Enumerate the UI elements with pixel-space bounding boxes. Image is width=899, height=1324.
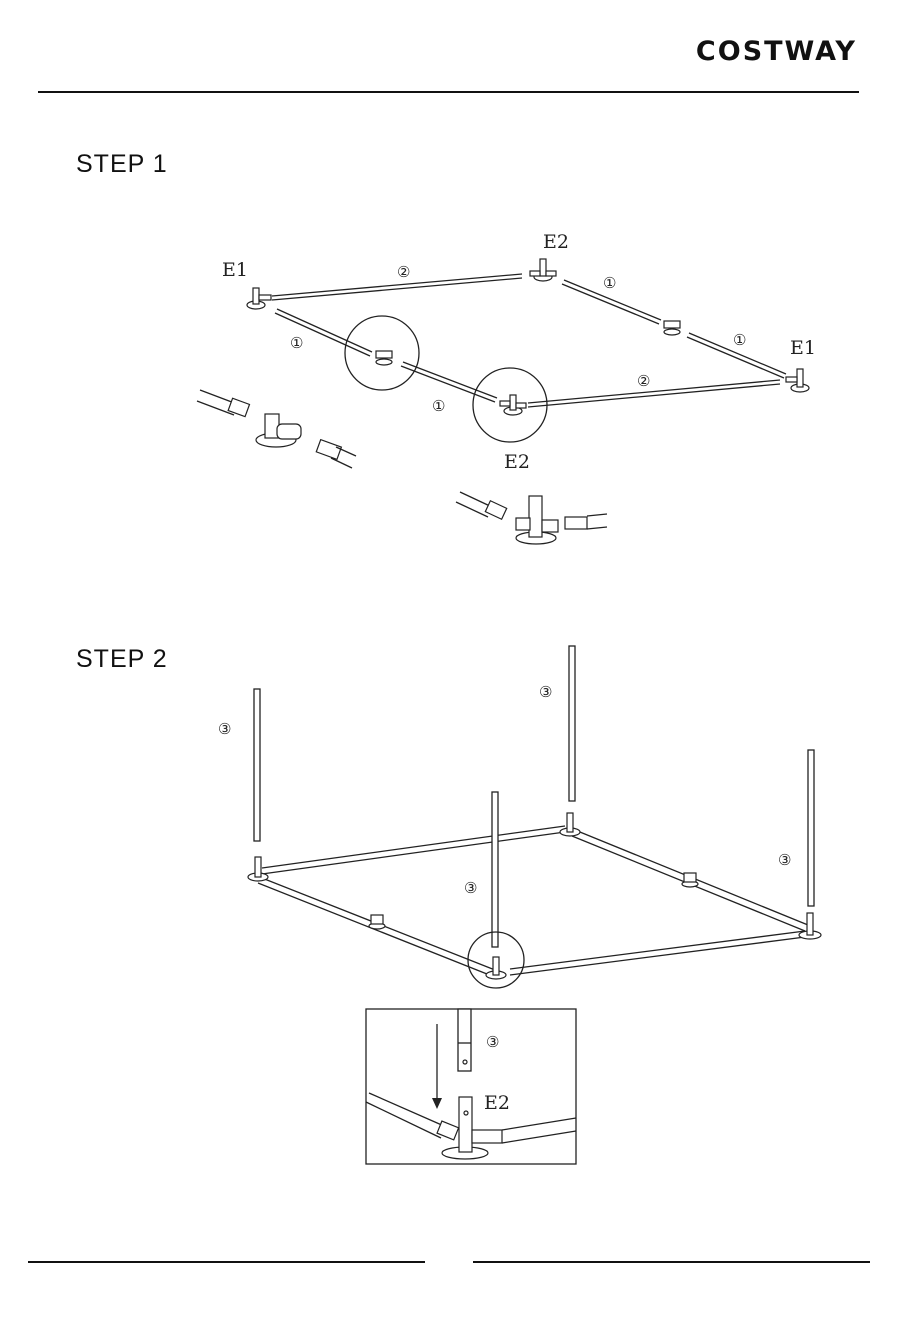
footer-rule-left bbox=[28, 1261, 425, 1263]
label-e2-top: E2 bbox=[543, 231, 569, 253]
label-part-3-right: ③ bbox=[778, 851, 791, 869]
mid-connector-left bbox=[369, 915, 385, 929]
label-part-2-bottom: ② bbox=[637, 372, 650, 390]
detail-2-view bbox=[456, 492, 607, 544]
label-part-3-left: ③ bbox=[218, 720, 231, 738]
label-part-2-top: ② bbox=[397, 263, 410, 281]
foot-back bbox=[560, 813, 580, 836]
label-e2-bottom: E2 bbox=[504, 451, 530, 473]
frame-front bbox=[510, 931, 805, 975]
label-e1-left: E1 bbox=[222, 259, 248, 281]
label-part-3-detail: ③ bbox=[486, 1033, 499, 1051]
connector-middle-left bbox=[376, 351, 392, 365]
label-e1-right: E1 bbox=[790, 337, 816, 359]
pole-right bbox=[808, 750, 814, 906]
label-part-1-right-b: ① bbox=[733, 331, 746, 349]
pole-back bbox=[569, 646, 575, 801]
connector-e2-bottom bbox=[500, 395, 526, 415]
label-part-3-front: ③ bbox=[464, 879, 477, 897]
mid-connector-right bbox=[682, 873, 698, 887]
detail-1-view bbox=[197, 390, 356, 468]
label-part-1-right-a: ① bbox=[603, 274, 616, 292]
foot-left bbox=[248, 857, 268, 881]
connector-e1-right bbox=[786, 369, 809, 392]
label-part-1-left: ① bbox=[290, 334, 303, 352]
detail-box-step-2: ③ E2 bbox=[366, 1009, 576, 1164]
tube-2-bottom bbox=[528, 380, 780, 407]
connector-e2-top bbox=[530, 259, 556, 281]
pole-left bbox=[254, 689, 260, 841]
frame-top-back bbox=[262, 826, 565, 874]
step-2-diagram: ③ ③ ③ ③ bbox=[218, 646, 821, 1164]
label-e2-detail: E2 bbox=[484, 1092, 510, 1114]
step-1-diagram: E1 E2 E1 E2 ② ① ① ① ① ② bbox=[197, 231, 816, 544]
label-part-1-middle: ① bbox=[432, 397, 445, 415]
connector-e1-left bbox=[247, 288, 271, 309]
footer-rule-right bbox=[473, 1261, 870, 1263]
connector-middle-right bbox=[664, 321, 680, 335]
foot-right bbox=[799, 913, 821, 939]
pole-front bbox=[492, 792, 498, 947]
label-part-3-back: ③ bbox=[539, 683, 552, 701]
